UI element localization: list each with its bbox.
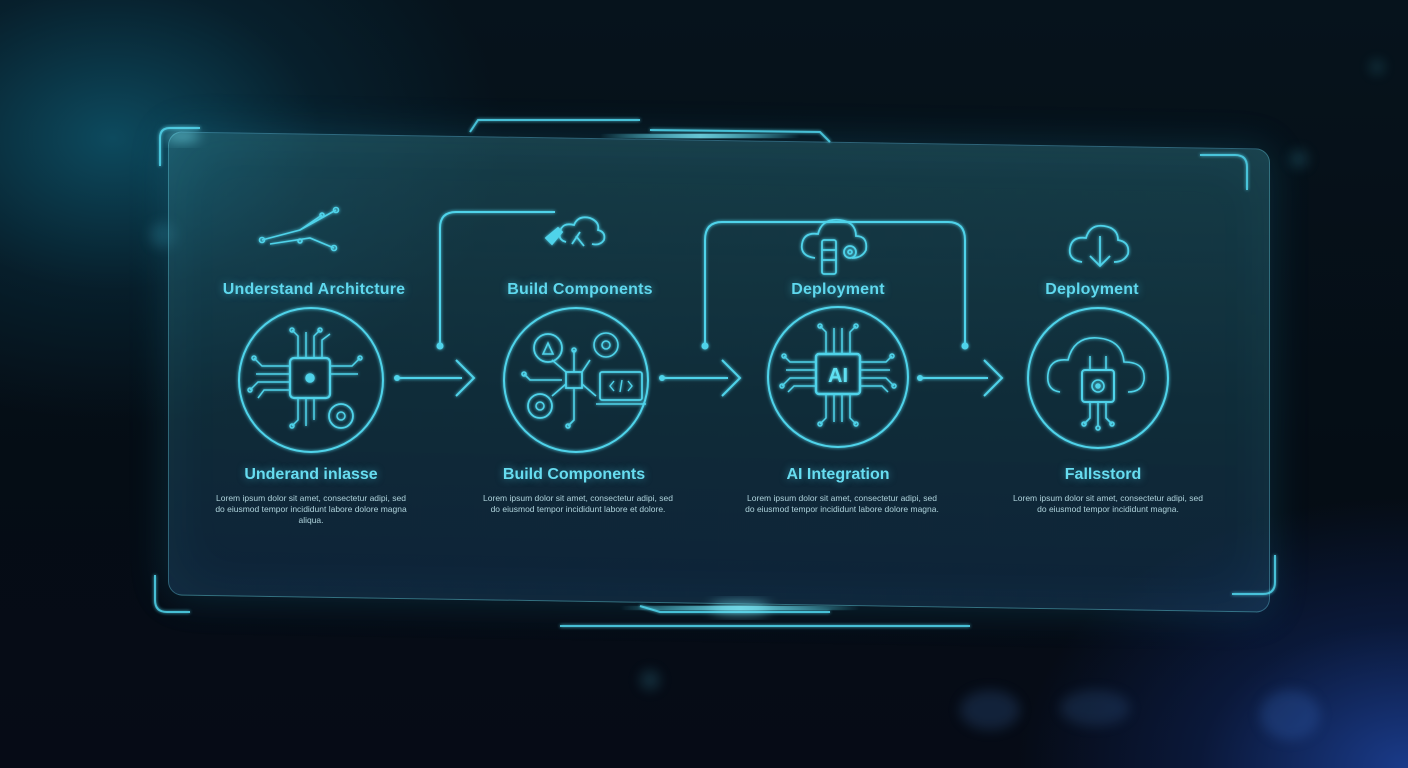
step-3-subtitle: AI Integration	[786, 466, 890, 483]
step-2-description: Lorem ipsum dolor sit amet, consectetur …	[483, 493, 673, 514]
ai-chip-icon	[779, 323, 897, 427]
chip-circuit-icon	[247, 327, 363, 429]
step-4-description: Lorem ipsum dolor sit amet, consectetur …	[1013, 493, 1203, 514]
cloud-download-icon	[1068, 224, 1130, 268]
bokeh-light	[1370, 60, 1384, 74]
step-1-subtitle: Underand inlasse	[244, 466, 378, 483]
code-components-icon	[521, 332, 646, 429]
frame-corners	[154, 119, 1276, 627]
bokeh-light	[1290, 150, 1308, 168]
cloud-chip-icon	[1046, 337, 1145, 431]
bokeh-light	[640, 670, 660, 690]
bokeh-light	[1060, 690, 1130, 726]
step-4-title: Deployment	[1045, 281, 1139, 298]
network-graph-icon	[258, 206, 340, 252]
cloud-wrench-icon	[544, 216, 606, 247]
bokeh-light	[1260, 690, 1320, 740]
step-4-subtitle: Fallsstord	[1064, 466, 1142, 483]
bokeh-light	[960, 690, 1020, 730]
cloud-gear-icon	[800, 218, 868, 275]
step-1-description: Lorem ipsum dolor sit amet, consectetur …	[215, 493, 407, 525]
ai-chip-label: AI	[828, 365, 848, 387]
step-3-title: Deployment	[791, 281, 885, 298]
step-3-description: Lorem ipsum dolor sit amet, consectetur …	[745, 493, 939, 514]
step-2-title: Build Components	[507, 281, 653, 298]
step-1-title: Understand Architcture	[222, 281, 406, 298]
connector-lines	[398, 211, 1004, 397]
step-2-subtitle: Build Components	[502, 466, 646, 483]
bokeh-light	[150, 222, 176, 248]
